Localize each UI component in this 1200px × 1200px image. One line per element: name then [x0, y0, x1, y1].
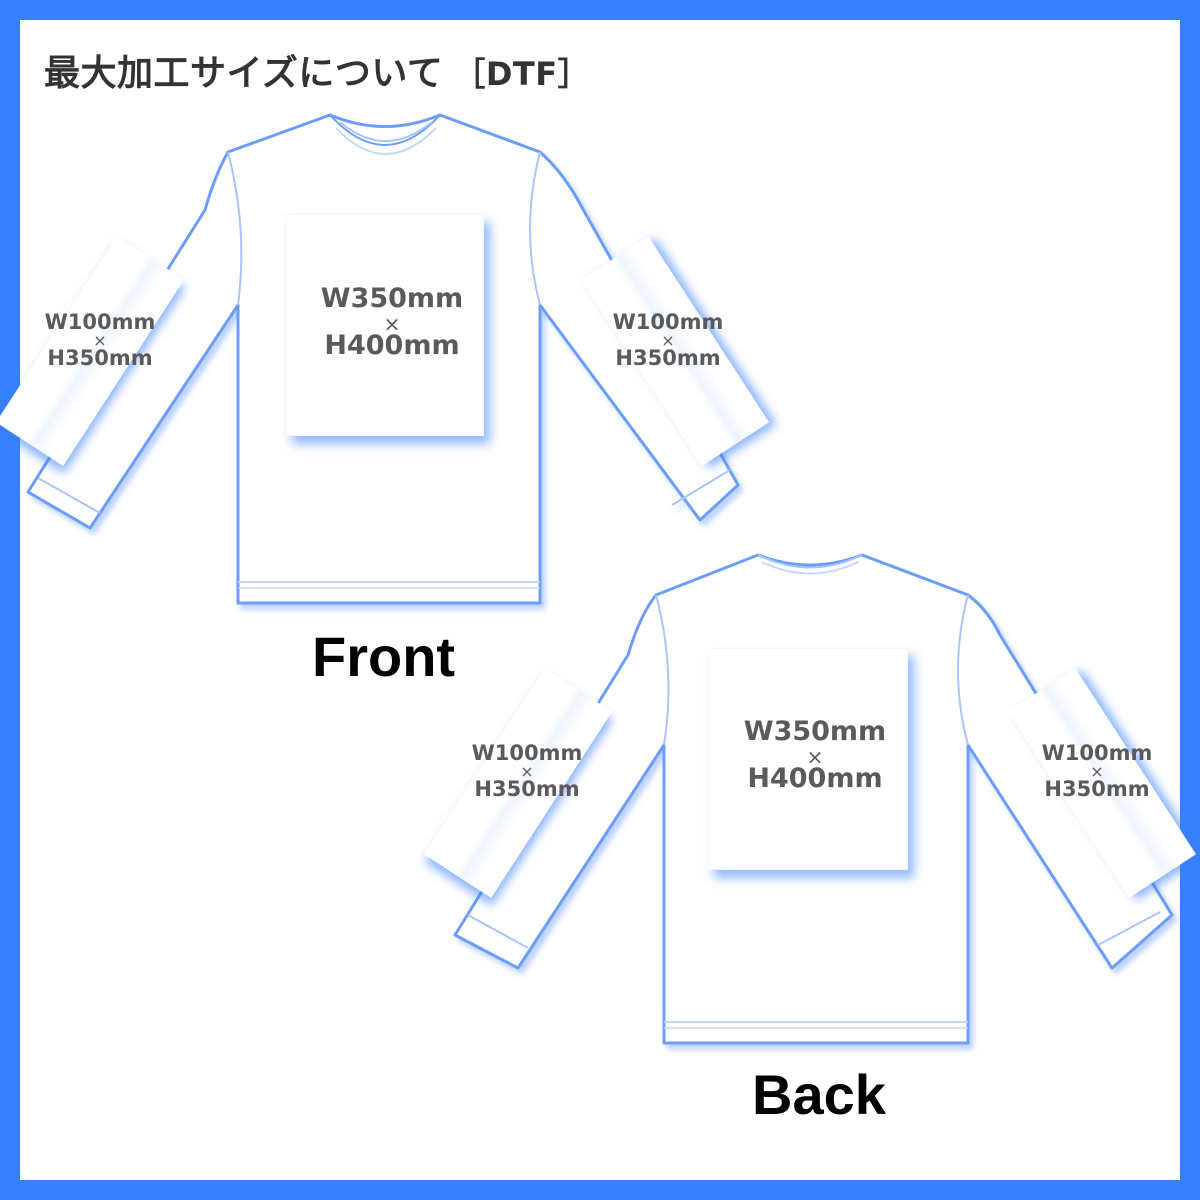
front-right-sleeve-width: W100mm: [612, 310, 724, 334]
front-body-print-area: [286, 214, 484, 436]
times-sign: ×: [806, 745, 824, 769]
back-body-size-label: W350mm × H400mm: [708, 718, 922, 792]
front-left-sleeve-height: H350mm: [47, 346, 153, 370]
page-title: 最大加工サイズについて［DTF］: [44, 44, 590, 96]
times-sign: ×: [93, 331, 107, 350]
times-sign: ×: [520, 762, 534, 781]
front-right-sleeve-size-label: W100mm × H350mm: [598, 312, 738, 369]
front-left-sleeve-size-label: W100mm × H350mm: [30, 312, 170, 369]
back-right-sleeve-width: W100mm: [1041, 741, 1153, 765]
times-sign: ×: [1090, 762, 1104, 781]
times-sign: ×: [383, 312, 401, 336]
back-right-sleeve-size-label: W100mm × H350mm: [1027, 743, 1167, 800]
back-body-height: H400mm: [747, 763, 883, 794]
front-body-size-label: W350mm × H400mm: [286, 285, 498, 359]
front-left-sleeve-width: W100mm: [44, 310, 156, 334]
back-left-sleeve-size-label: W100mm × H350mm: [457, 743, 597, 800]
front-label: Front: [312, 625, 456, 688]
back-body-print-area: [708, 648, 908, 870]
back-body-width: W350mm: [743, 716, 887, 747]
back-label: Back: [752, 1063, 886, 1126]
front-body-height: H400mm: [324, 330, 460, 361]
front-right-sleeve-height: H350mm: [615, 346, 721, 370]
title-main: 最大加工サイズについて: [44, 53, 444, 94]
back-left-sleeve-height: H350mm: [474, 777, 580, 801]
times-sign: ×: [661, 331, 675, 350]
front-body-width: W350mm: [320, 283, 464, 314]
back-right-sleeve-height: H350mm: [1044, 777, 1150, 801]
title-method-tag: ［DTF］: [453, 55, 591, 93]
back-left-sleeve-width: W100mm: [471, 741, 583, 765]
